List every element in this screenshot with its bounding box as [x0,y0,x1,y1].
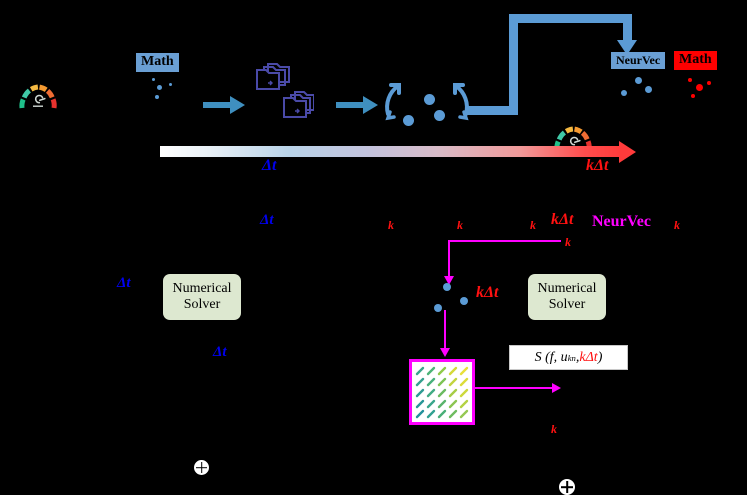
formula-suffix: ) [597,349,603,365]
math-label-right: Math [674,51,717,70]
vector-field-plot [409,359,475,425]
folders-icon [252,57,314,119]
right-arrow-icon [203,96,245,114]
kdt-label-mid: kΔt [476,284,499,301]
math-label-left: Math [136,53,179,72]
scatter-dot [688,78,692,82]
scatter-dot [707,81,711,85]
right-arrow-icon [336,96,378,114]
scatter-dot [691,94,695,98]
dt-label-3: Δt [213,344,227,360]
numerical-solver-box-right: Numerical Solver [528,274,606,320]
scatter-dot [424,94,435,105]
k-mark-bottom: k [551,422,557,436]
plus-node-right [559,479,575,495]
gauge-icon [551,114,747,156]
scatter-dot [403,115,414,126]
dt-label-2: Δt [117,275,131,291]
scatter-dot [434,110,445,121]
scatter-dot [443,283,451,291]
k-mark: k [565,235,571,249]
k-mark: k [530,218,536,232]
circular-arrows-icon [378,72,476,139]
solver-line-1: Numerical [537,281,597,297]
solver-line-1: Numerical [172,281,232,297]
scatter-dot [169,83,172,86]
gauge-icon [16,72,747,114]
figure-canvas: Math [0,0,747,438]
neurvec-label: NeurVec [611,52,666,69]
formula-subscript: kn [567,352,576,363]
scatter-dot [460,297,468,305]
timeline-gradient-arrow [160,141,638,163]
scatter-dot [621,90,627,96]
timeline-end-label: kΔt [586,157,609,174]
numerical-solver-box-left: Numerical Solver [163,274,241,320]
scatter-dot [155,95,159,99]
solver-line-2: Solver [183,297,221,312]
scatter-dot [434,304,442,312]
formula-arg: kΔt [579,349,598,365]
plus-node-left [194,460,209,475]
dt-label-1: Δt [260,212,274,228]
formula-prefix: S (f, u [534,349,568,365]
timeline-start-label: Δt [262,157,277,174]
kdt-label-top: kΔt [551,211,574,228]
k-mark: k [388,218,394,232]
scatter-dot [635,77,642,84]
scatter-dot [696,84,703,91]
scatter-dot [645,86,652,93]
formula-mid: , [575,349,580,365]
k-mark: k [674,218,680,232]
k-mark: k [457,218,463,232]
neurvec-label-bottom: NeurVec [592,213,651,230]
scatter-dot [152,78,155,81]
scatter-dot [157,85,162,90]
solver-line-2: Solver [548,297,586,312]
